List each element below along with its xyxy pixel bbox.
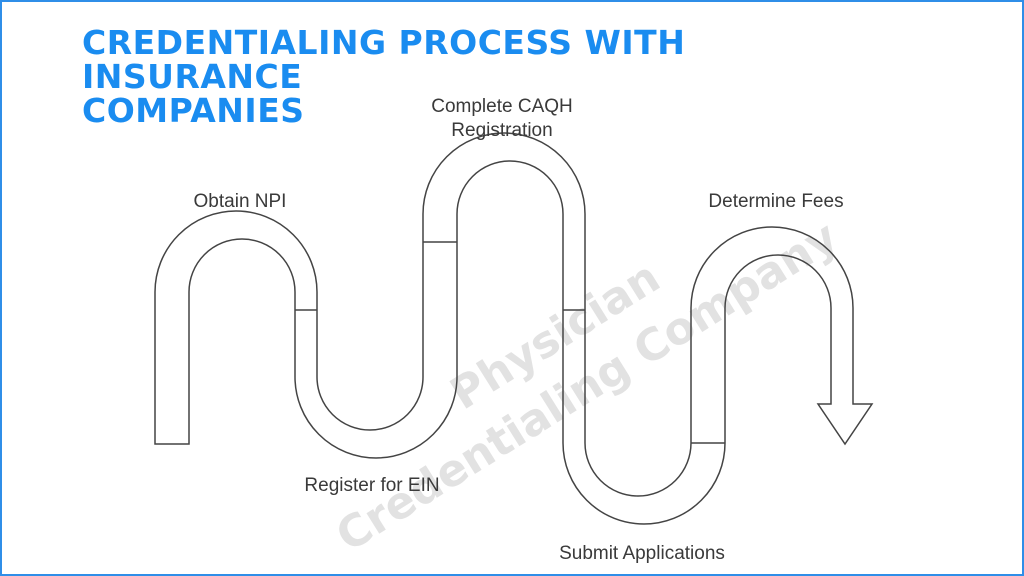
step-register-ein: Register for EIN [304,475,440,496]
page-title: CREDENTIALING PROCESS WITH INSURANCE COM… [82,26,902,128]
step-submit-applications: Submit Applications [559,543,725,564]
step-complete-caqh: Complete CAQH Registration [402,95,602,143]
step-determine-fees: Determine Fees [708,191,844,212]
title-line-2: COMPANIES [82,91,305,130]
step-obtain-npi: Obtain NPI [193,191,287,212]
title-line-1: CREDENTIALING PROCESS WITH INSURANCE [82,23,686,96]
path-outer-edge [154,132,874,525]
step-complete-caqh-line-2: Registration [451,120,553,141]
step-complete-caqh-line-1: Complete CAQH [431,96,573,117]
